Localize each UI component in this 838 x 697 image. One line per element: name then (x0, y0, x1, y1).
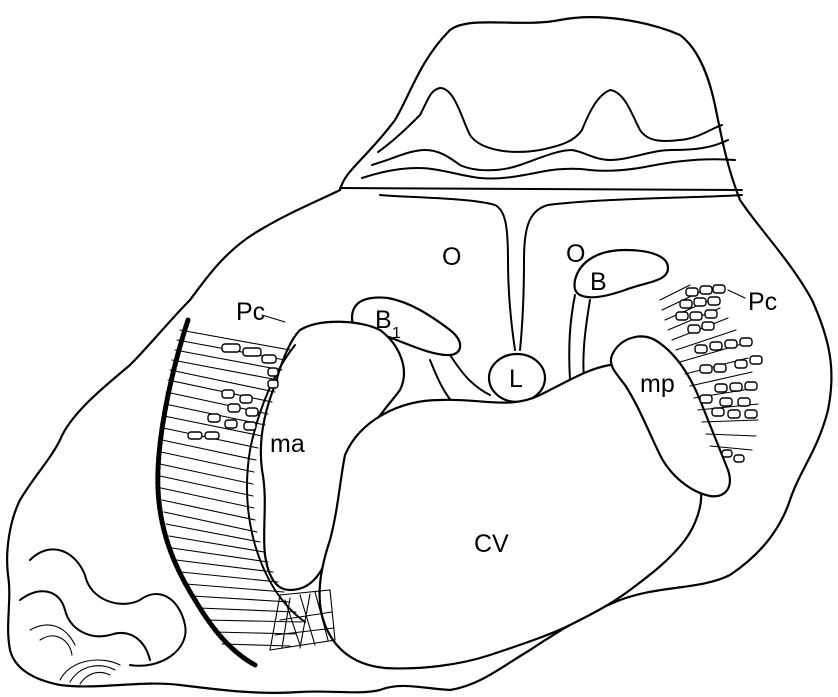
label-pc-left: Pc (236, 298, 265, 326)
label-b1-subscript: 1 (392, 325, 401, 342)
label-ma: ma (270, 430, 305, 458)
label-l: L (509, 365, 523, 393)
label-pc-right: Pc (748, 288, 777, 316)
label-b1: B (375, 306, 392, 334)
label-cv: CV (474, 530, 509, 558)
label-o-right: O (566, 240, 585, 268)
label-b: B (590, 268, 607, 296)
label-mp: mp (640, 370, 675, 398)
label-o-left: O (442, 243, 461, 271)
